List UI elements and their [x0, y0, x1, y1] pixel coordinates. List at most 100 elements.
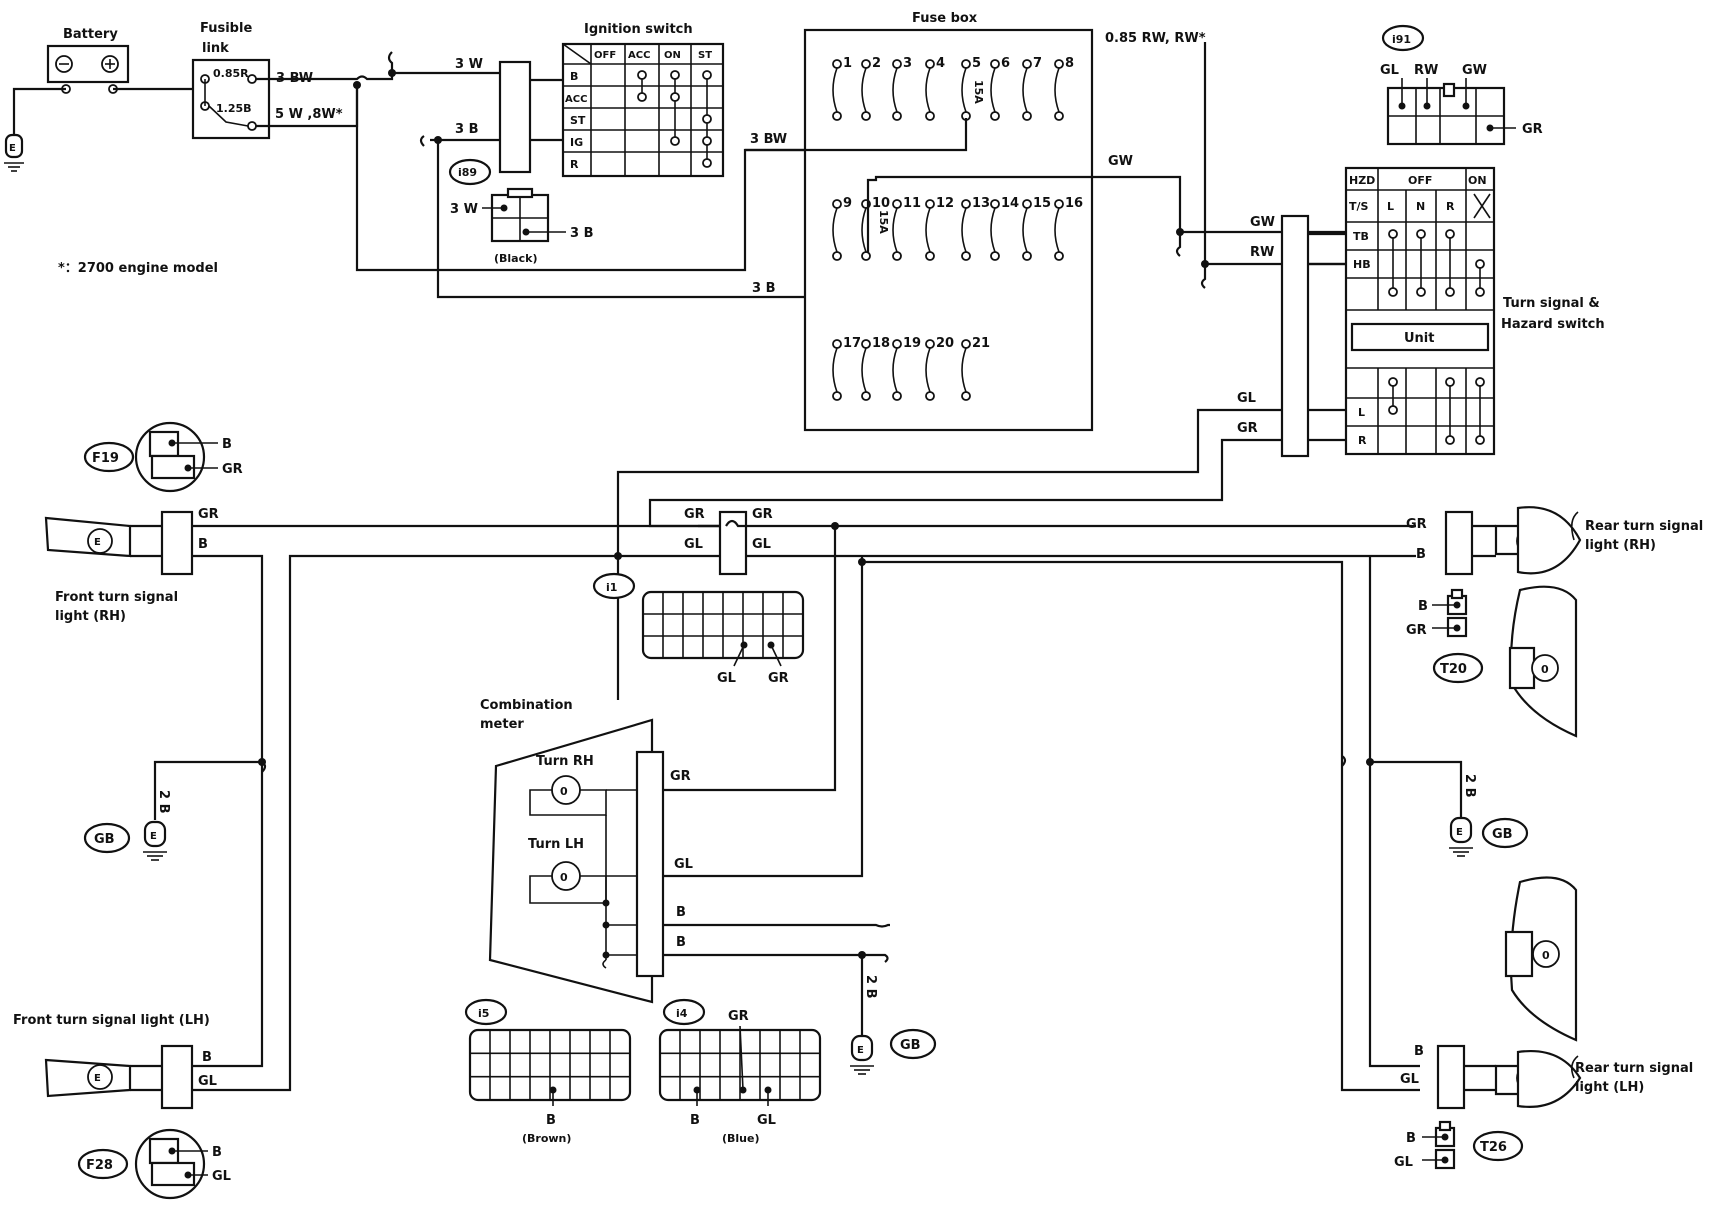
fuse-label: 6 [1001, 56, 1010, 71]
svg-text:5 W ,8W*: 5 W ,8W* [275, 107, 343, 122]
svg-text:meter: meter [480, 717, 524, 732]
fuse-label: 1 [843, 56, 852, 71]
fuse-label: 17 [843, 336, 861, 351]
fuse-label: 7 [1033, 56, 1042, 71]
fuse-label: 10 [872, 196, 890, 211]
svg-text:ACC: ACC [628, 50, 650, 61]
svg-text:light (LH): light (LH) [1575, 1080, 1644, 1095]
svg-text:GR: GR [670, 769, 691, 784]
svg-text:0.85R: 0.85R [213, 67, 249, 80]
svg-text:0: 0 [560, 871, 568, 884]
fuse-label: 15 [1033, 196, 1051, 211]
svg-text:B: B [546, 1113, 556, 1128]
svg-text:3 B: 3 B [752, 281, 775, 296]
svg-text:R: R [570, 158, 579, 171]
fuse-13: 13 [961, 196, 990, 261]
svg-text:GL: GL [212, 1169, 231, 1184]
svg-text:HZD: HZD [1349, 174, 1375, 187]
svg-text:B: B [222, 437, 232, 452]
svg-text:GB: GB [94, 832, 115, 847]
svg-text:GR: GR [198, 507, 219, 522]
connector-i89: i89 3 W 3 B (Black) [448, 158, 593, 265]
svg-text:Front turn signal light (LH): Front turn signal light (LH) [13, 1013, 210, 1028]
svg-text:B: B [1414, 1044, 1424, 1059]
svg-text:i5: i5 [478, 1007, 489, 1020]
svg-text:0: 0 [560, 785, 568, 798]
svg-text:GL: GL [717, 671, 736, 686]
svg-text:i91: i91 [1392, 33, 1411, 46]
svg-text:GL: GL [757, 1113, 776, 1128]
rear-rh-light: GR B 0 0 Rear turn signal light (RH) [1406, 506, 1703, 738]
fuse-16: 16 [1054, 196, 1083, 261]
svg-text:Turn LH: Turn LH [528, 837, 584, 852]
svg-text:ST: ST [570, 114, 586, 127]
svg-text:3 W: 3 W [450, 202, 478, 217]
fuse-6: 6 [990, 56, 1010, 121]
svg-text:GR: GR [768, 671, 789, 686]
front-lh-light: Front turn signal light (LH) E B GL [13, 1013, 217, 1110]
svg-text:Hazard switch: Hazard switch [1501, 317, 1605, 332]
svg-text:3 W: 3 W [455, 57, 483, 72]
svg-text:GL: GL [674, 857, 693, 872]
svg-text:light (RH): light (RH) [55, 609, 126, 624]
svg-text:GL: GL [752, 537, 771, 552]
svg-text:3 B: 3 B [455, 122, 478, 137]
fuse-1: 1 [832, 56, 852, 121]
svg-text:B: B [676, 935, 686, 950]
svg-text:T26: T26 [1480, 1140, 1507, 1155]
svg-text:R: R [1446, 200, 1455, 213]
svg-text:L: L [1387, 200, 1394, 213]
svg-text:GR: GR [728, 1009, 749, 1024]
svg-text:N: N [1416, 200, 1425, 213]
battery-ground-icon: E [4, 133, 24, 172]
svg-text:Turn signal &: Turn signal & [1503, 296, 1600, 311]
svg-text:(Brown): (Brown) [522, 1132, 571, 1145]
svg-text:GL: GL [1237, 391, 1256, 406]
svg-text:B: B [690, 1113, 700, 1128]
svg-text:B: B [198, 537, 208, 552]
fuse-17: 17 [832, 336, 861, 401]
fuse-label: 8 [1065, 56, 1074, 71]
svg-text:E: E [150, 831, 157, 842]
connector-i5: i5 B (Brown) [464, 998, 632, 1145]
svg-text:E: E [94, 1073, 101, 1084]
fuse-2: 2 [861, 56, 881, 121]
svg-text:B: B [1406, 1131, 1416, 1146]
svg-text:GL: GL [1394, 1155, 1413, 1170]
svg-text:L: L [1358, 406, 1365, 419]
svg-text:GB: GB [1492, 827, 1513, 842]
fuse-9: 9 [832, 196, 852, 261]
svg-text:GR: GR [1237, 421, 1258, 436]
fuse-label: 18 [872, 336, 890, 351]
connector-f28: F28 B GL [77, 1128, 231, 1200]
svg-text:Turn RH: Turn RH [536, 754, 594, 769]
svg-text:B: B [212, 1145, 222, 1160]
connector-t20: B GR T20 [1406, 588, 1484, 684]
fuse-label: 21 [972, 336, 990, 351]
fuse-21: 21 [961, 336, 990, 401]
fuse-18: 18 [861, 336, 890, 401]
svg-text:15A: 15A [972, 80, 985, 104]
svg-text:GR: GR [752, 507, 773, 522]
svg-text:B: B [1418, 599, 1428, 614]
engine-note: *：2700 engine model [58, 261, 218, 276]
fuse-11: 11 [892, 196, 921, 261]
svg-text:GR: GR [684, 507, 705, 522]
connector-f19: F19 B GR [83, 421, 243, 493]
fuse-label: 16 [1065, 196, 1083, 211]
fuse-label: 20 [936, 336, 954, 351]
fuse-label: 9 [843, 196, 852, 211]
fuse-label: 2 [872, 56, 881, 71]
svg-text:3 BW: 3 BW [750, 132, 787, 147]
fuse-label: 19 [903, 336, 921, 351]
svg-text:light (RH): light (RH) [1585, 538, 1656, 553]
svg-text:GR: GR [1406, 517, 1427, 532]
svg-text:B: B [1416, 547, 1426, 562]
fuse-19: 19 [892, 336, 921, 401]
svg-text:GW: GW [1462, 63, 1487, 78]
connector-t26: B GL T26 [1394, 1120, 1524, 1170]
svg-text:Rear turn signal: Rear turn signal [1575, 1061, 1693, 1076]
svg-text:Front turn signal: Front turn signal [55, 590, 178, 605]
svg-text:ACC: ACC [565, 94, 587, 105]
